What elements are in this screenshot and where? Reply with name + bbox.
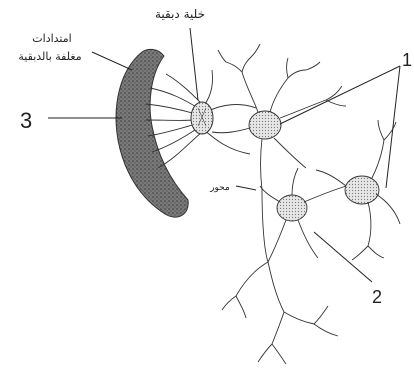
label-extensions-line2: مغلفة بالدبقية [18,50,81,63]
pointer-lines [48,28,400,282]
neuron-top [212,44,346,190]
label-glial-cell: خلية دبقية [155,7,205,21]
label-small: محور [209,183,230,193]
number-1: 1 [402,50,412,70]
blood-vessel [116,49,188,217]
number-3: 3 [20,108,32,133]
label-extensions-line1: امتدادات [32,32,71,45]
number-2: 2 [372,287,382,307]
glial-cell [191,102,213,134]
neuron-right [316,120,400,260]
